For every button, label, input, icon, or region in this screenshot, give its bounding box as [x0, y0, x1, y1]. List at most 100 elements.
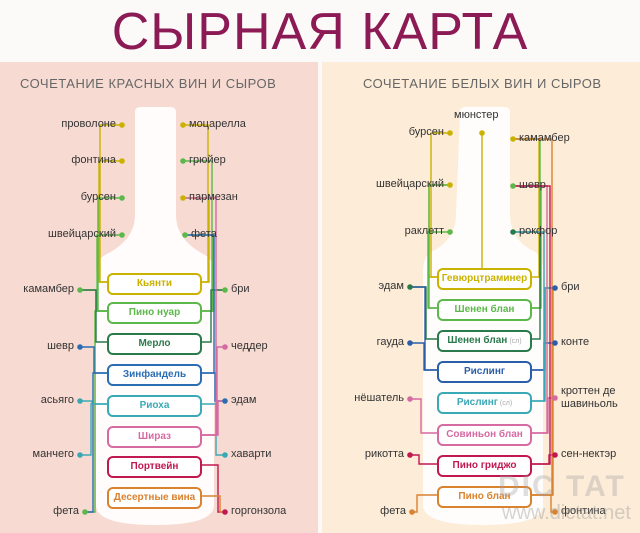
cheese-dot: [407, 452, 413, 458]
cheese-dot: [119, 122, 125, 128]
cheese-dot: [510, 183, 516, 189]
cheese-label: бурсен: [80, 191, 116, 203]
cheese-label: бри: [231, 283, 250, 295]
wine-name: Рислинг: [456, 397, 498, 408]
cheese-label: хаварти: [231, 448, 272, 460]
wine-name: Пино блан: [458, 491, 511, 502]
wine-box: Шенен блан(сл): [437, 330, 532, 352]
wine-box: Рислинг(сл): [437, 392, 532, 414]
pairing-line: [427, 231, 450, 309]
cheese-dot: [407, 284, 413, 290]
cheese-dot: [222, 344, 228, 350]
cheese-label: фонтина: [561, 505, 606, 517]
cheese-dot: [182, 232, 188, 238]
cheese-label: фонтина: [71, 154, 116, 166]
cheese-dot: [180, 158, 186, 164]
wine-name: Зинфандель: [122, 369, 187, 380]
wine-box: Пино блан: [437, 486, 532, 508]
cheese-dot: [77, 398, 83, 404]
cheese-label: проволоне: [61, 118, 116, 130]
cheese-dot: [77, 344, 83, 350]
wine-box: Шенен блан: [437, 299, 532, 321]
cheese-label: чеддер: [231, 340, 268, 352]
cheese-label: эдам: [378, 280, 404, 292]
pairing-line: [85, 372, 107, 513]
cheese-dot: [510, 229, 516, 235]
cheese-dot: [510, 136, 516, 142]
wine-name: Совиньон блан: [446, 429, 523, 440]
cheese-label: рикотта: [364, 448, 404, 460]
cheese-label: шевр: [47, 340, 74, 352]
cheese-label: горгонзола: [231, 505, 287, 517]
wine-name: Портвейн: [130, 461, 179, 472]
cheese-label: рокфор: [519, 225, 558, 237]
cheese-dot: [407, 396, 413, 402]
cheese-dot: [447, 130, 453, 136]
pairing-line: [80, 403, 107, 456]
cheese-dot: [82, 509, 88, 515]
wine-name: Риоха: [139, 400, 170, 411]
cheese-dot: [77, 287, 83, 293]
cheese-dot: [409, 509, 415, 515]
cheese-dot: [222, 509, 228, 515]
cheese-label: моцарелла: [189, 118, 246, 130]
white-panel-heading: СОЧЕТАНИЕ БЕЛЫХ ВИН И СЫРОВ: [363, 76, 602, 91]
pairing-line: [410, 342, 437, 371]
wine-note: (сл): [499, 400, 513, 407]
wine-name: Кьянти: [136, 278, 173, 289]
pairing-line: [98, 160, 122, 283]
wine-name: Десертные вина: [113, 492, 196, 503]
cheese-label: конте: [561, 336, 590, 348]
cheese-dot: [77, 452, 83, 458]
cheese-dot: [552, 340, 558, 346]
pairing-line: [200, 289, 225, 343]
cheese-dot: [180, 195, 186, 201]
cheese-label: раклетт: [404, 225, 444, 237]
wine-box: Портвейн: [107, 456, 202, 478]
wine-name: Мерло: [138, 338, 171, 349]
cheese-dot: [119, 232, 125, 238]
cheese-dot: [552, 509, 558, 515]
wine-name: Шенен блан: [447, 335, 508, 346]
red-panel-heading: СОЧЕТАНИЕ КРАСНЫХ ВИН И СЫРОВ: [20, 76, 277, 91]
cheese-label: камамбер: [23, 283, 74, 295]
pairing-line: [410, 398, 437, 434]
wine-box: Шираз: [107, 426, 202, 448]
page-title: СЫРНАЯ КАРТА: [111, 3, 529, 61]
cheese-label: фета: [53, 505, 79, 517]
cheese-label: бурсен: [408, 126, 444, 138]
cheese-dot: [119, 158, 125, 164]
wine-name: Шираз: [138, 431, 171, 442]
wine-box: Пино нуар: [107, 302, 202, 324]
cheese-dot: [552, 285, 558, 291]
cheese-dot: [407, 340, 413, 346]
cheese-label: сен-нектэр: [561, 448, 617, 460]
cheese-label: нёшатель: [354, 392, 404, 404]
watermark-url: www.dictat.net: [502, 502, 631, 524]
cheese-label: фета: [191, 228, 217, 240]
wine-box: Пино гриджо: [437, 455, 532, 477]
cheese-dot: [222, 452, 228, 458]
cheese-label: швейцарский: [48, 228, 116, 240]
cheese-label: грюйер: [189, 154, 226, 166]
cheese-dot: [447, 229, 453, 235]
cheese-label: эдам: [231, 394, 257, 406]
wine-name: Рислинг: [463, 366, 506, 377]
cheese-label: манчего: [32, 448, 75, 460]
wine-box: Мерло: [107, 333, 202, 355]
pairing-line: [410, 454, 437, 465]
wine-box: Десертные вина: [107, 487, 202, 509]
wine-box: Зинфандель: [107, 364, 202, 386]
wine-name: Пино нуар: [128, 307, 181, 318]
cheese-label: бри: [561, 281, 580, 293]
cheese-dot: [552, 452, 558, 458]
wine-box: Гевюрцтраминер: [437, 268, 532, 290]
cheese-label: швейцарский: [376, 178, 444, 190]
cheese-label: шевр: [519, 179, 546, 191]
cheese-label: фета: [380, 505, 406, 517]
wine-name: Пино гриджо: [452, 460, 517, 471]
pairing-line: [513, 185, 551, 465]
cheese-dot: [222, 287, 228, 293]
wine-name: Гевюрцтраминер: [441, 273, 528, 284]
